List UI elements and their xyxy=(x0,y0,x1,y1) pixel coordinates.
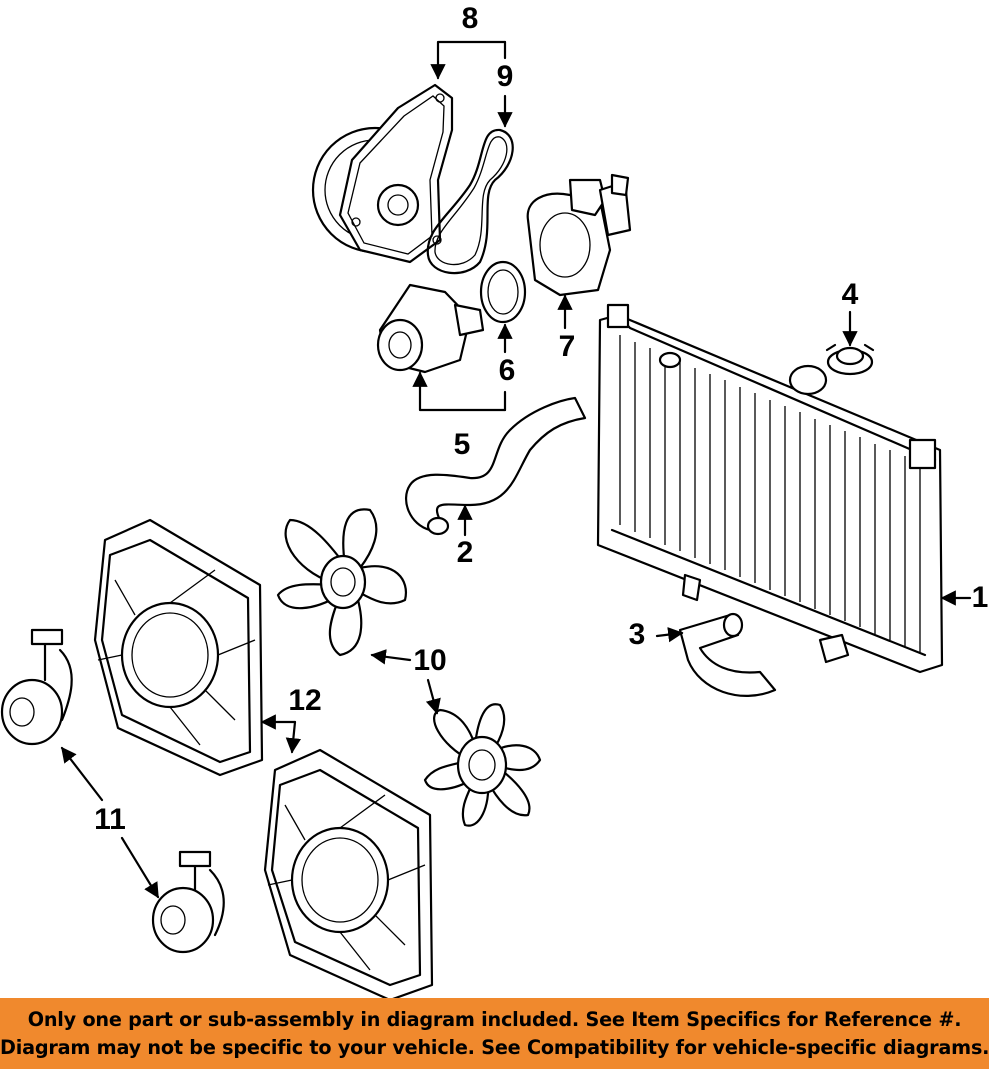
upper-radiator-hose xyxy=(405,396,587,532)
disclaimer-line-2: Diagram may not be specific to your vehi… xyxy=(0,1036,989,1059)
callout-9: 9 xyxy=(496,60,514,93)
lower-radiator-hose xyxy=(678,613,777,697)
callout-7: 7 xyxy=(558,330,576,363)
pump-gasket xyxy=(426,128,514,275)
callout-1: 1 xyxy=(971,581,989,614)
thermostat-housing xyxy=(526,173,632,297)
fan-blade-lower xyxy=(423,703,542,827)
leader-lines xyxy=(60,40,972,899)
callout-2: 2 xyxy=(456,536,474,569)
fan-blade-upper xyxy=(276,508,407,657)
fan-shroud-upper xyxy=(93,518,264,777)
callout-3: 3 xyxy=(628,618,646,651)
thermostat-seal xyxy=(479,260,527,324)
callout-8: 8 xyxy=(461,2,479,35)
disclaimer-line-1: Only one part or sub-assembly in diagram… xyxy=(27,1008,962,1031)
water-pump-housing xyxy=(311,83,454,264)
radiator xyxy=(596,303,944,674)
callout-10: 10 xyxy=(413,644,447,677)
callout-6: 6 xyxy=(498,354,516,387)
fan-shroud-lower xyxy=(263,748,434,998)
callout-12: 12 xyxy=(288,684,322,717)
parts-diagram xyxy=(0,40,972,998)
disclaimer-banner: Only one part or sub-assembly in diagram… xyxy=(0,998,989,1069)
callout-5: 5 xyxy=(453,428,471,461)
callout-11: 11 xyxy=(94,803,126,836)
fan-motor-upper xyxy=(0,628,73,746)
fan-motor-lower xyxy=(151,850,225,954)
thermostat xyxy=(376,283,485,374)
callout-4: 4 xyxy=(841,278,859,311)
radiator-cap xyxy=(825,343,875,376)
